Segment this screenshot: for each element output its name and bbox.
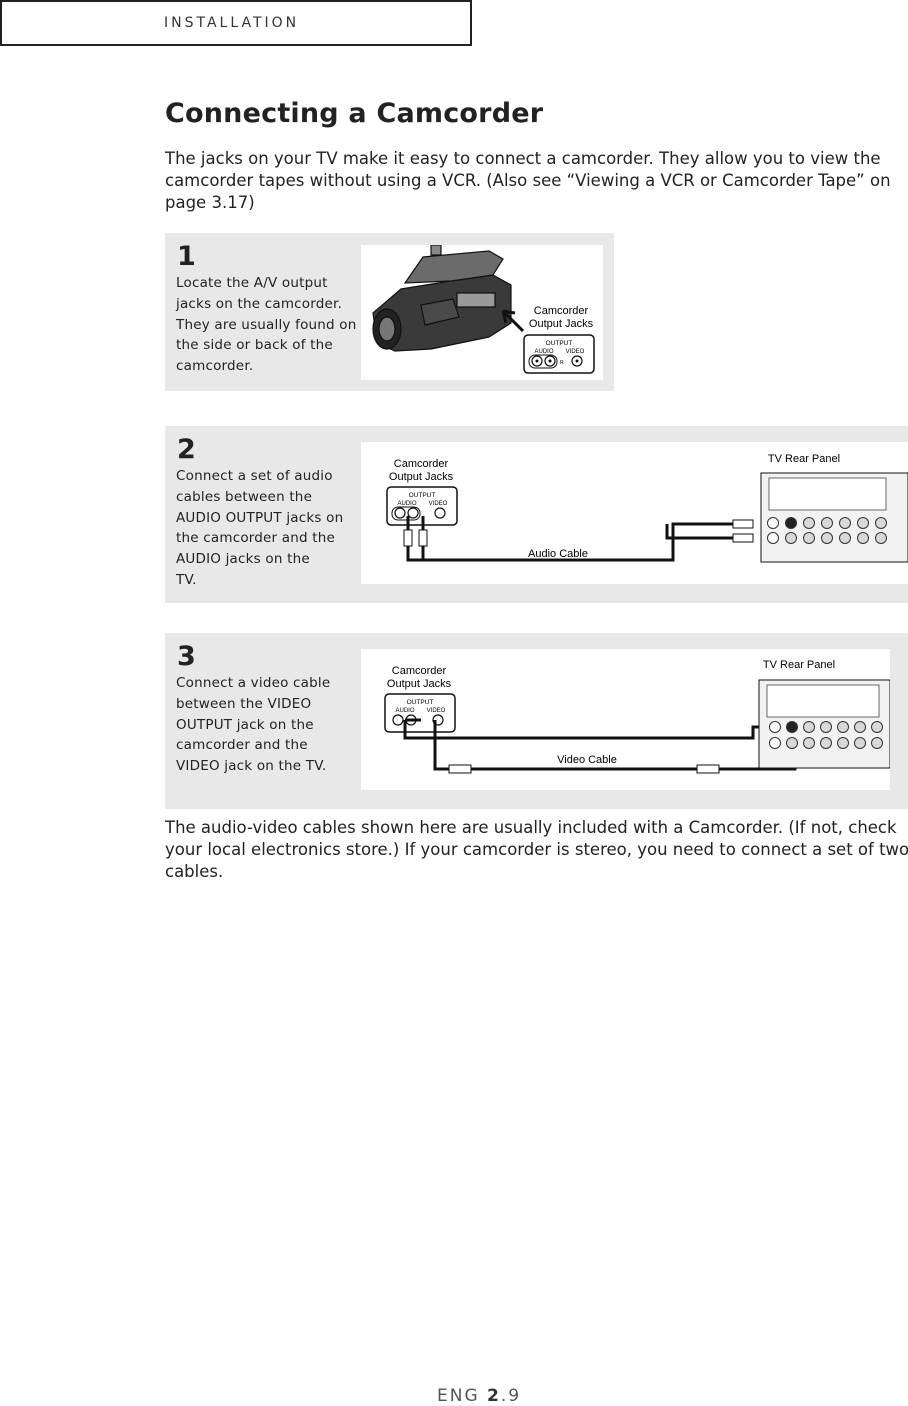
page-number: ENG 2.9 bbox=[437, 1386, 521, 1406]
video-connection-illustration: Camcorder Output Jacks OUTPUT AUDIO VIDE… bbox=[384, 659, 890, 774]
camcorder-figure: Camcorder Output Jacks OUTPUT AUDIO VIDE… bbox=[361, 245, 603, 380]
jacks-label: Camcorder bbox=[392, 665, 447, 677]
tv-rear-panel-label: TV Rear Panel bbox=[768, 453, 840, 465]
video-label: VIDEO bbox=[427, 708, 446, 714]
audio-jack-icon bbox=[394, 507, 406, 519]
camcorder-icon bbox=[372, 245, 512, 352]
tv-rear-panel bbox=[760, 472, 908, 563]
step-text: Connect a set of audio cables between th… bbox=[176, 468, 344, 588]
jacks-label: Camcorder bbox=[394, 458, 449, 470]
jacks-label: Output Jacks bbox=[387, 678, 452, 690]
rca-plug-icon bbox=[448, 764, 720, 774]
audio-jack-icon bbox=[392, 714, 404, 726]
step-text: Locate the A/V output jacks on the camco… bbox=[176, 275, 357, 375]
page-title: Connecting a Camcorder bbox=[165, 98, 544, 129]
tv-rear-panel-label: TV Rear Panel bbox=[763, 659, 835, 671]
intro-paragraph: The jacks on your TV make it easy to con… bbox=[165, 149, 891, 212]
step-number: 2 bbox=[177, 434, 196, 465]
audio-connection-illustration: Camcorder Output Jacks OUTPUT AUDIO VIDE… bbox=[386, 453, 908, 563]
audio-jack-icon bbox=[407, 507, 419, 519]
audio-label: AUDIO bbox=[397, 501, 416, 507]
output-label: OUTPUT bbox=[546, 340, 573, 347]
video-connection-figure: Camcorder Output Jacks OUTPUT AUDIO VIDE… bbox=[361, 649, 890, 790]
closing-paragraph: The audio-video cables shown here are us… bbox=[165, 818, 908, 881]
audio-label: AUDIO bbox=[395, 708, 414, 714]
video-jack-icon bbox=[434, 507, 446, 519]
audio-connection-figure: Camcorder Output Jacks OUTPUT AUDIO VIDE… bbox=[361, 442, 908, 584]
step-3: 3 Connect a video cable between the VIDE… bbox=[165, 633, 908, 809]
step-number: 1 bbox=[177, 241, 196, 272]
jacks-label: Output Jacks bbox=[529, 318, 594, 330]
tv-rear-panel bbox=[758, 679, 890, 769]
audio-label: AUDIO bbox=[534, 349, 553, 355]
output-label: OUTPUT bbox=[407, 699, 434, 706]
section-label: INSTALLATION bbox=[164, 15, 300, 31]
video-cable-label: Video Cable bbox=[557, 754, 617, 766]
footer-page: .9 bbox=[500, 1386, 522, 1406]
video-label: VIDEO bbox=[429, 501, 448, 507]
step-text: Connect a video cable between the VIDEO … bbox=[176, 675, 331, 775]
right-marker: R bbox=[560, 360, 564, 366]
footer-chapter: 2 bbox=[487, 1386, 501, 1406]
step-2: 2 Connect a set of audio cables between … bbox=[165, 426, 908, 603]
jacks-label: Camcorder bbox=[534, 305, 589, 317]
output-label: OUTPUT bbox=[409, 492, 436, 499]
step-1: 1 Locate the A/V output jacks on the cam… bbox=[165, 233, 614, 391]
video-label: VIDEO bbox=[566, 349, 585, 355]
step-number: 3 bbox=[177, 641, 196, 672]
camcorder-illustration: Camcorder Output Jacks OUTPUT AUDIO VIDE… bbox=[372, 245, 595, 374]
footer-prefix: ENG bbox=[437, 1386, 488, 1406]
audio-cable-label: Audio Cable bbox=[528, 548, 588, 560]
section-tab: INSTALLATION bbox=[0, 0, 472, 46]
rca-plug-icon bbox=[403, 519, 754, 547]
jacks-label: Output Jacks bbox=[389, 471, 454, 483]
